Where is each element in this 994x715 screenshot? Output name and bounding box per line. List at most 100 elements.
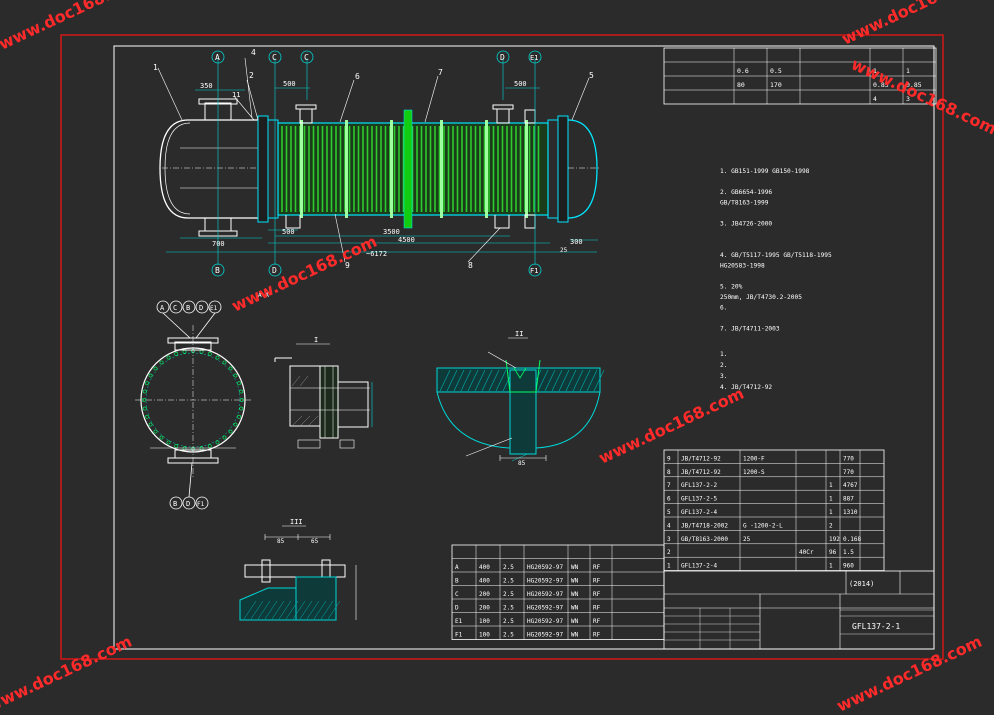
- part-cell: 1: [829, 563, 833, 570]
- nozzle-cell: RF: [593, 618, 601, 625]
- baffle-plate: [300, 120, 303, 218]
- part-cell: 1: [829, 509, 833, 516]
- marker-a-top: A: [215, 53, 220, 62]
- outer-frame: [60, 34, 944, 660]
- bolt-hole: [237, 381, 241, 386]
- part-cell: JB/T4712-92: [681, 455, 721, 462]
- part-cell: 25: [743, 536, 751, 543]
- balloon-9: 9: [345, 261, 350, 270]
- note-line: 7. JB/T4711-2003: [720, 326, 780, 333]
- detail-i-view: I: [274, 336, 373, 449]
- left-head: [159, 119, 189, 219]
- nozzle-cell: RF: [593, 591, 601, 598]
- section-a-a-view: A C B D E1 B D F1 A-A: [135, 292, 269, 510]
- aa-label-a: A: [160, 304, 165, 312]
- balloon-11: 11: [232, 91, 240, 99]
- dim-500c: 500: [282, 228, 295, 236]
- bolt-hole: [215, 440, 220, 445]
- part-cell: 9: [667, 455, 671, 462]
- nozzle-cell: 2.5: [503, 591, 514, 598]
- title-code: (2014): [849, 580, 874, 588]
- detail-ii-title: II: [515, 330, 523, 338]
- nozzle-cell: 2.5: [503, 618, 514, 625]
- aa-section-title: A-A: [258, 292, 269, 299]
- part-cell: 96: [829, 549, 837, 556]
- bolt-hole: [237, 414, 241, 419]
- bolt-hole: [145, 414, 149, 419]
- bolt-hole: [142, 389, 147, 394]
- tube-bundle: [281, 126, 540, 212]
- part-cell: GFL137-2-4: [681, 563, 718, 570]
- tubesheet-left: [257, 115, 269, 223]
- bolt-hole: [159, 435, 164, 440]
- bolt-hole: [153, 429, 158, 434]
- baffle-plate: [390, 120, 393, 218]
- part-cell: 0.168: [843, 536, 861, 543]
- nozzle-cell: HG20592-97: [527, 578, 564, 585]
- nozzle-cell: RF: [593, 564, 601, 571]
- bolt-hole: [142, 406, 147, 411]
- dim-500a: 500: [283, 80, 296, 88]
- dim-25: 25: [560, 247, 568, 254]
- nozzle-cell: 200: [479, 591, 490, 598]
- dim-3500: 3500: [383, 228, 400, 236]
- iii-dim-85: 85: [277, 538, 285, 545]
- aa-label-c: C: [173, 304, 177, 312]
- nozzle-cell: 2.5: [503, 632, 514, 639]
- bolt-hole: [174, 444, 179, 448]
- part-cell: 1200-S: [743, 469, 765, 476]
- part-cell: 1: [829, 482, 833, 489]
- part-cell: 1200-F: [743, 455, 765, 462]
- detail-i-title: I: [314, 336, 318, 344]
- marker-e-top: E1: [530, 54, 538, 62]
- bolt-hole: [222, 360, 227, 365]
- dim-4500: 4500: [398, 236, 415, 244]
- detail-iii-view: III 85 65: [239, 518, 357, 621]
- weld-dim-85: 85: [518, 460, 526, 467]
- detail-iii-title: III: [290, 518, 303, 526]
- bolt-hole: [159, 360, 164, 365]
- nozzle-cell: HG20592-97: [527, 605, 564, 612]
- part-cell: 8: [667, 469, 671, 476]
- part-cell: 2: [829, 522, 833, 529]
- nozzle-cell: D: [455, 605, 459, 612]
- bolt-hole: [166, 355, 171, 360]
- bolt-hole: [228, 366, 233, 371]
- part-cell: 40Cr: [799, 549, 814, 556]
- nozzle-cell: 100: [479, 618, 490, 625]
- nozzle-cell: RF: [593, 578, 601, 585]
- design-cell: 0.85: [873, 81, 889, 89]
- nozzle-cell: RF: [593, 605, 601, 612]
- bolt-hole: [148, 373, 153, 378]
- part-cell: 960: [843, 563, 854, 570]
- balloon-7: 7: [438, 68, 443, 77]
- iii-dim-65: 65: [311, 538, 319, 545]
- nozzle-cell: 2.5: [503, 564, 514, 571]
- design-cell: 1: [873, 67, 877, 75]
- note-line: HG20583-1998: [720, 263, 765, 270]
- note-line: 1. GB151-1999 GB150-1998: [720, 168, 810, 175]
- part-cell: 1: [667, 563, 671, 570]
- bolt-hole: [240, 398, 244, 402]
- nozzle-cell: HG20592-97: [527, 618, 564, 625]
- nozzle-cell: WN: [571, 591, 579, 598]
- part-cell: 1310: [843, 509, 858, 516]
- aa-label-f1: F1: [197, 501, 205, 508]
- nozzle-cell: A: [455, 564, 459, 571]
- balloon-4: 4: [251, 48, 256, 57]
- nozzle-cell: HG20592-97: [527, 564, 564, 571]
- marker-f-bottom: F1: [530, 267, 538, 275]
- part-cell: 4: [667, 522, 671, 529]
- part-cell: JB/T4712-92: [681, 469, 721, 476]
- aa-label-b2: B: [173, 500, 177, 508]
- baffles: [300, 120, 528, 218]
- part-cell: 5: [667, 509, 671, 516]
- note-line: 6.: [720, 305, 727, 312]
- design-cell: 0.6: [737, 67, 749, 75]
- dim-6172: ~6172: [366, 250, 387, 258]
- bolt-hole: [239, 406, 244, 411]
- nozzle-cell: WN: [571, 605, 579, 612]
- part-cell: GFL137-2-2: [681, 482, 718, 489]
- marker-d-bottom: D: [272, 266, 277, 275]
